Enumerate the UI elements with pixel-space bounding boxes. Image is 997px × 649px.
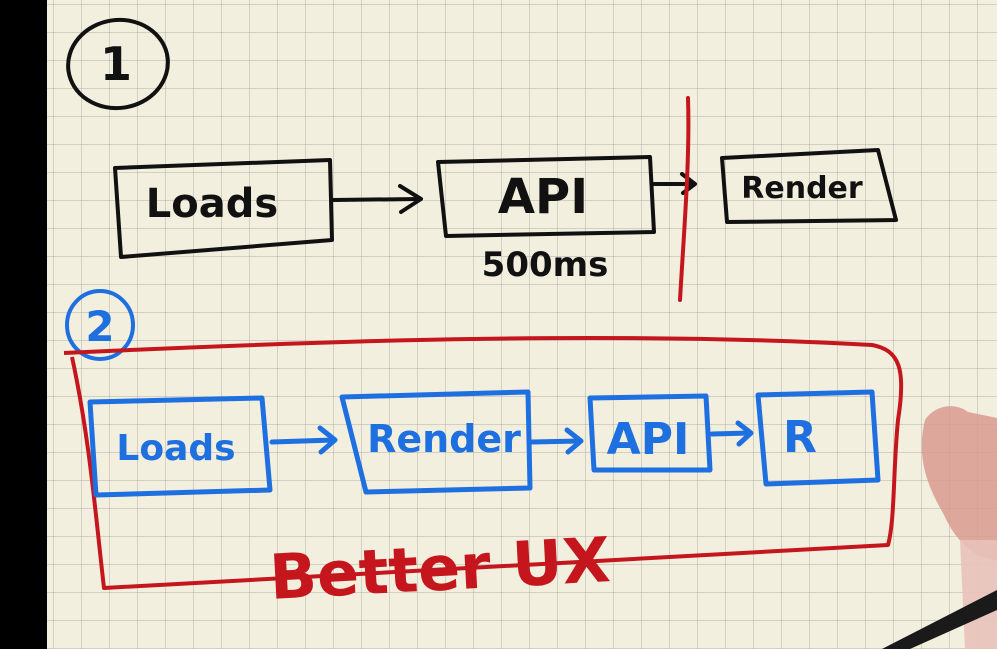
flow-box-render-label: Render xyxy=(741,171,863,206)
flow-box-loads-2: Loads xyxy=(87,395,273,498)
section-1: 1 Loads API 500ms xyxy=(66,17,898,302)
flow-box-loads-2-label: Loads xyxy=(116,428,235,469)
flow-box-r-2-label: R xyxy=(783,412,817,463)
flow-box-render-2: Render xyxy=(339,389,533,495)
section-2: 2 Loads Render xyxy=(63,289,904,614)
flow-box-api-2: API xyxy=(587,393,713,473)
section-1-number-circle xyxy=(66,17,170,111)
flow-box-api-2-label: API xyxy=(607,414,690,465)
better-ux-caption: Better UX xyxy=(268,523,612,614)
flow-box-loads: Loads xyxy=(113,158,334,259)
flow-box-render: Render xyxy=(720,148,898,224)
flow-box-api-label: API xyxy=(498,169,588,225)
section-1-number: 1 xyxy=(100,37,132,91)
flow-box-r-2: R xyxy=(755,389,881,487)
video-left-border xyxy=(0,0,47,649)
arrow-api-to-r-2 xyxy=(709,420,754,447)
flow-box-loads-label: Loads xyxy=(146,181,278,227)
red-enclosure xyxy=(63,335,904,590)
arrow-render-to-api-2 xyxy=(529,427,584,455)
grid-paper-background xyxy=(47,0,997,649)
section-2-number-circle xyxy=(65,289,135,361)
section-2-number: 2 xyxy=(85,302,114,351)
arrow-loads-to-api xyxy=(331,184,423,214)
api-duration-label: 500ms xyxy=(482,245,609,285)
flow-box-api: API xyxy=(436,155,656,238)
arrow-loads-to-render-2 xyxy=(269,425,338,455)
flow-box-render-2-label: Render xyxy=(367,417,521,461)
red-divider-line xyxy=(678,96,691,302)
stylus-pen xyxy=(882,590,997,649)
